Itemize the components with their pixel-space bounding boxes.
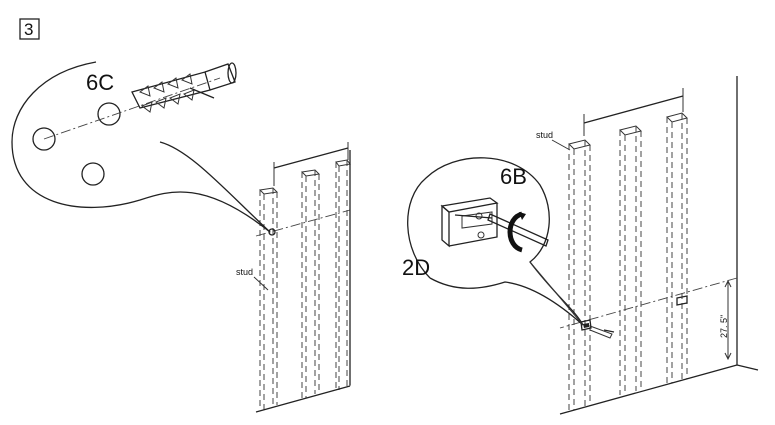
bracket-detail [440, 197, 499, 248]
callout-hole-1 [32, 127, 56, 151]
wall-anchor-icon [131, 62, 237, 113]
right-stud-1 [568, 139, 591, 410]
height-dimension-label: 27. 5" [719, 315, 729, 338]
left-callout-label: 6C [86, 70, 114, 95]
step-number-box: 3 [19, 18, 40, 40]
right-stud-label: stud [536, 130, 553, 140]
left-stud-2 [300, 169, 321, 398]
right-callout-bubble: 6B 2D [402, 157, 584, 326]
right-stud-3 [666, 112, 688, 383]
right-callout-label-left: 2D [402, 255, 430, 280]
left-callout-bubble: 6C [11, 61, 271, 233]
right-wall-assembly: 27. 5" stud [536, 76, 759, 415]
right-callout-label-top: 6B [500, 164, 527, 189]
right-stud-2 [619, 125, 642, 395]
left-stud-1 [258, 187, 279, 410]
wall-bracket-2d [580, 319, 615, 339]
left-stud-label: stud [236, 267, 253, 277]
screwdriver-icon [454, 211, 549, 253]
wall-bracket-right [676, 295, 688, 306]
callout-hole-2 [97, 102, 121, 126]
step-number: 3 [24, 20, 33, 39]
callout-hole-3 [81, 162, 105, 186]
left-stud-3 [335, 159, 351, 390]
left-wall-assembly: stud [236, 142, 351, 413]
